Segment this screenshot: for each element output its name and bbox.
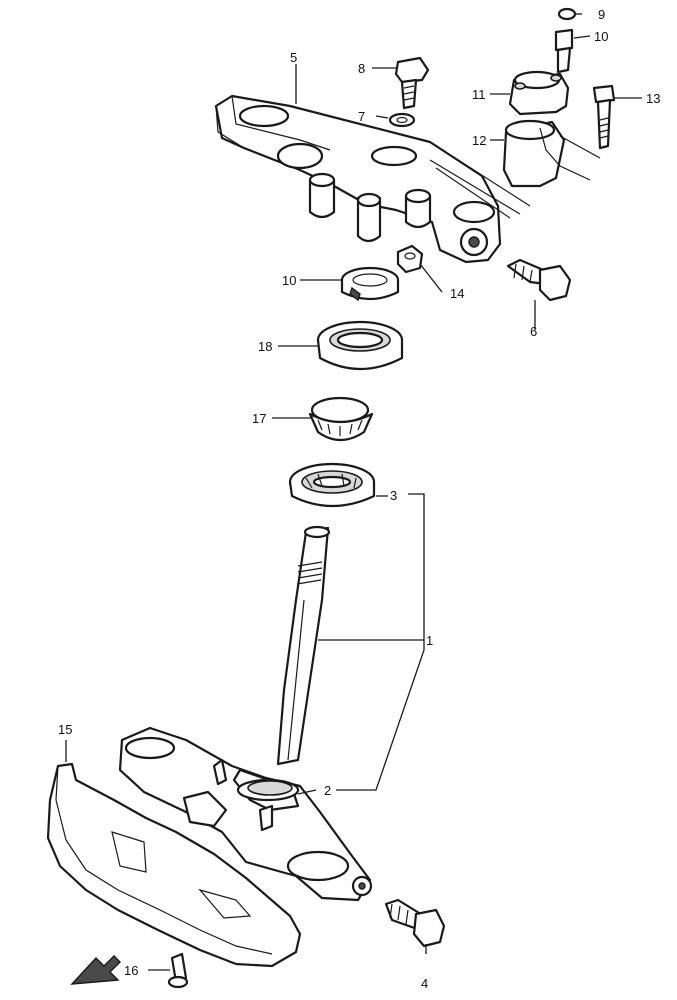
- callout-2: 2: [324, 783, 331, 798]
- front-direction-arrow-icon: [70, 955, 121, 985]
- cap: [557, 7, 577, 21]
- callout-16: 16: [124, 963, 138, 978]
- callout-11: 11: [472, 87, 486, 102]
- bearing-race-upper: [316, 320, 404, 371]
- leader-lines: [65, 13, 642, 971]
- screw: [167, 952, 189, 989]
- callout-17: 17: [252, 411, 266, 426]
- upper-bearing: [308, 396, 374, 442]
- callout-5: 5: [290, 50, 297, 65]
- callout-9: 9: [598, 7, 605, 22]
- handlebar-bolt-long: [592, 84, 616, 150]
- handlebar-holder-lower: [502, 119, 601, 188]
- lower-bearing: [288, 462, 376, 508]
- callout-3: 3: [390, 488, 397, 503]
- callout-8: 8: [358, 61, 365, 76]
- callout-10-top: 10: [594, 29, 608, 44]
- callout-labels: 1 2 3 4 5 6 7 8 9 10 10 11 12 13 14 15 1…: [58, 7, 660, 991]
- callout-4: 4: [421, 976, 428, 991]
- stem-seal: [247, 780, 293, 796]
- callout-6: 6: [530, 324, 537, 339]
- bolt: [384, 898, 446, 948]
- bracket-bolt: [506, 258, 572, 302]
- callout-18: 18: [258, 339, 272, 354]
- lower-cover: [46, 762, 302, 968]
- callout-7: 7: [358, 109, 365, 124]
- handlebar-holder-upper: [508, 70, 570, 116]
- callout-15: 15: [58, 722, 72, 737]
- nut: [396, 244, 424, 274]
- callout-13: 13: [646, 91, 660, 106]
- handlebar-bolt: [394, 56, 430, 110]
- washer-10-upper: [554, 28, 574, 74]
- steering-stem-nut: [340, 266, 400, 302]
- stem: [276, 525, 331, 766]
- callout-1: 1: [426, 633, 433, 648]
- upper-bracket: [214, 94, 531, 264]
- callout-14: 14: [450, 286, 464, 301]
- callout-10-mid: 10: [282, 273, 296, 288]
- callout-12: 12: [472, 133, 486, 148]
- washer: [388, 112, 416, 128]
